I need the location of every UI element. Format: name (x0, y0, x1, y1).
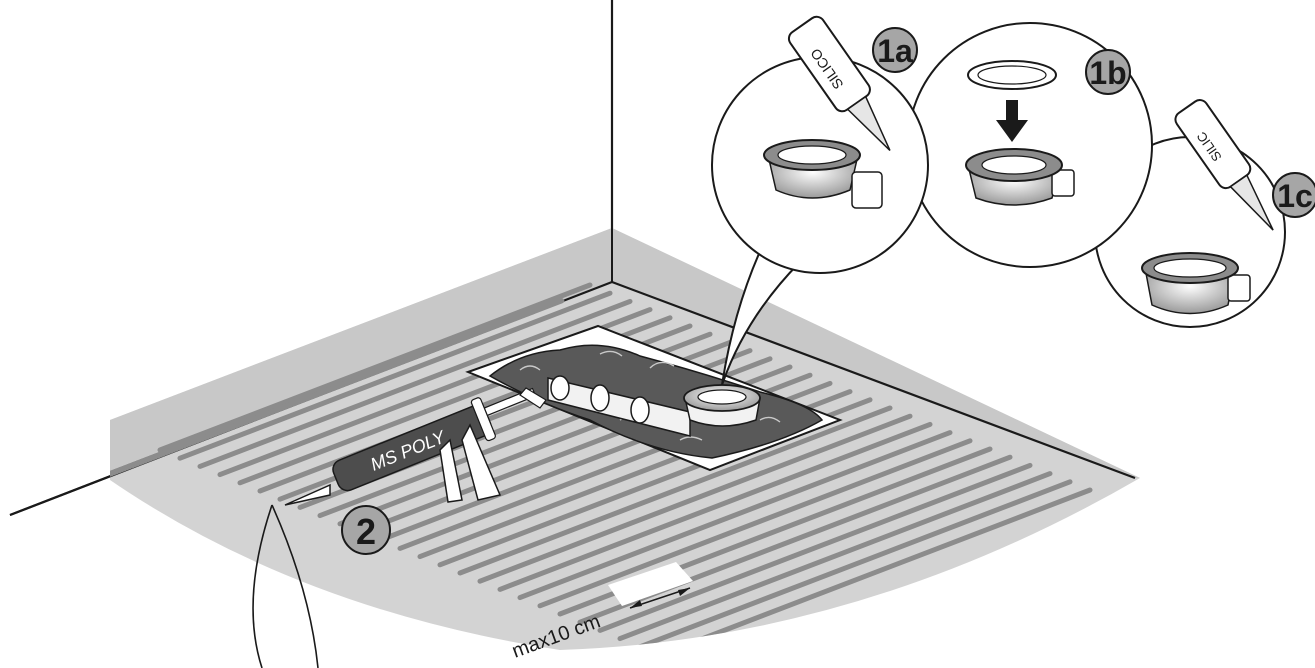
adhesive-bead (537, 438, 973, 609)
adhesive-bead (657, 487, 1093, 650)
step-badge-1c: 1c (1277, 178, 1313, 214)
sealant-gun-icon: MS POLY (284, 387, 547, 506)
adhesive-bead (477, 413, 913, 584)
adhesive-bead (177, 290, 613, 461)
wall-band-left (110, 228, 612, 478)
detail-1b: 1b (907, 22, 1153, 268)
drain-trap-icon (763, 139, 883, 209)
down-arrow-icon (996, 100, 1028, 142)
adhesive-bead (457, 405, 893, 576)
adhesive-bead (497, 421, 933, 592)
adhesive-bead (197, 298, 633, 469)
step-badge-1b: 1b (1089, 55, 1126, 91)
adhesive-bead (617, 471, 1053, 642)
drain-trap-icon (1141, 252, 1251, 315)
mortar-bed (488, 344, 824, 459)
leader-lines (252, 504, 319, 668)
step-badge-1a: 1a (877, 33, 913, 69)
drain-recess (465, 324, 843, 472)
adhesive-bead (157, 282, 593, 453)
seal-ring-icon (967, 60, 1057, 90)
adhesive-bead (517, 430, 953, 601)
detail-1a: SILICO 1a (711, 15, 929, 274)
drain-trap-icon (965, 148, 1075, 206)
step-badge-2: 2 (356, 511, 376, 552)
adhesive-bead (597, 462, 1033, 633)
silicone-tube-icon: SILICO (787, 15, 891, 152)
step-2: 2 (341, 505, 391, 555)
drain-trap-icon (683, 384, 761, 427)
adhesive-bead (637, 479, 1073, 650)
drain-pipe (547, 375, 691, 437)
